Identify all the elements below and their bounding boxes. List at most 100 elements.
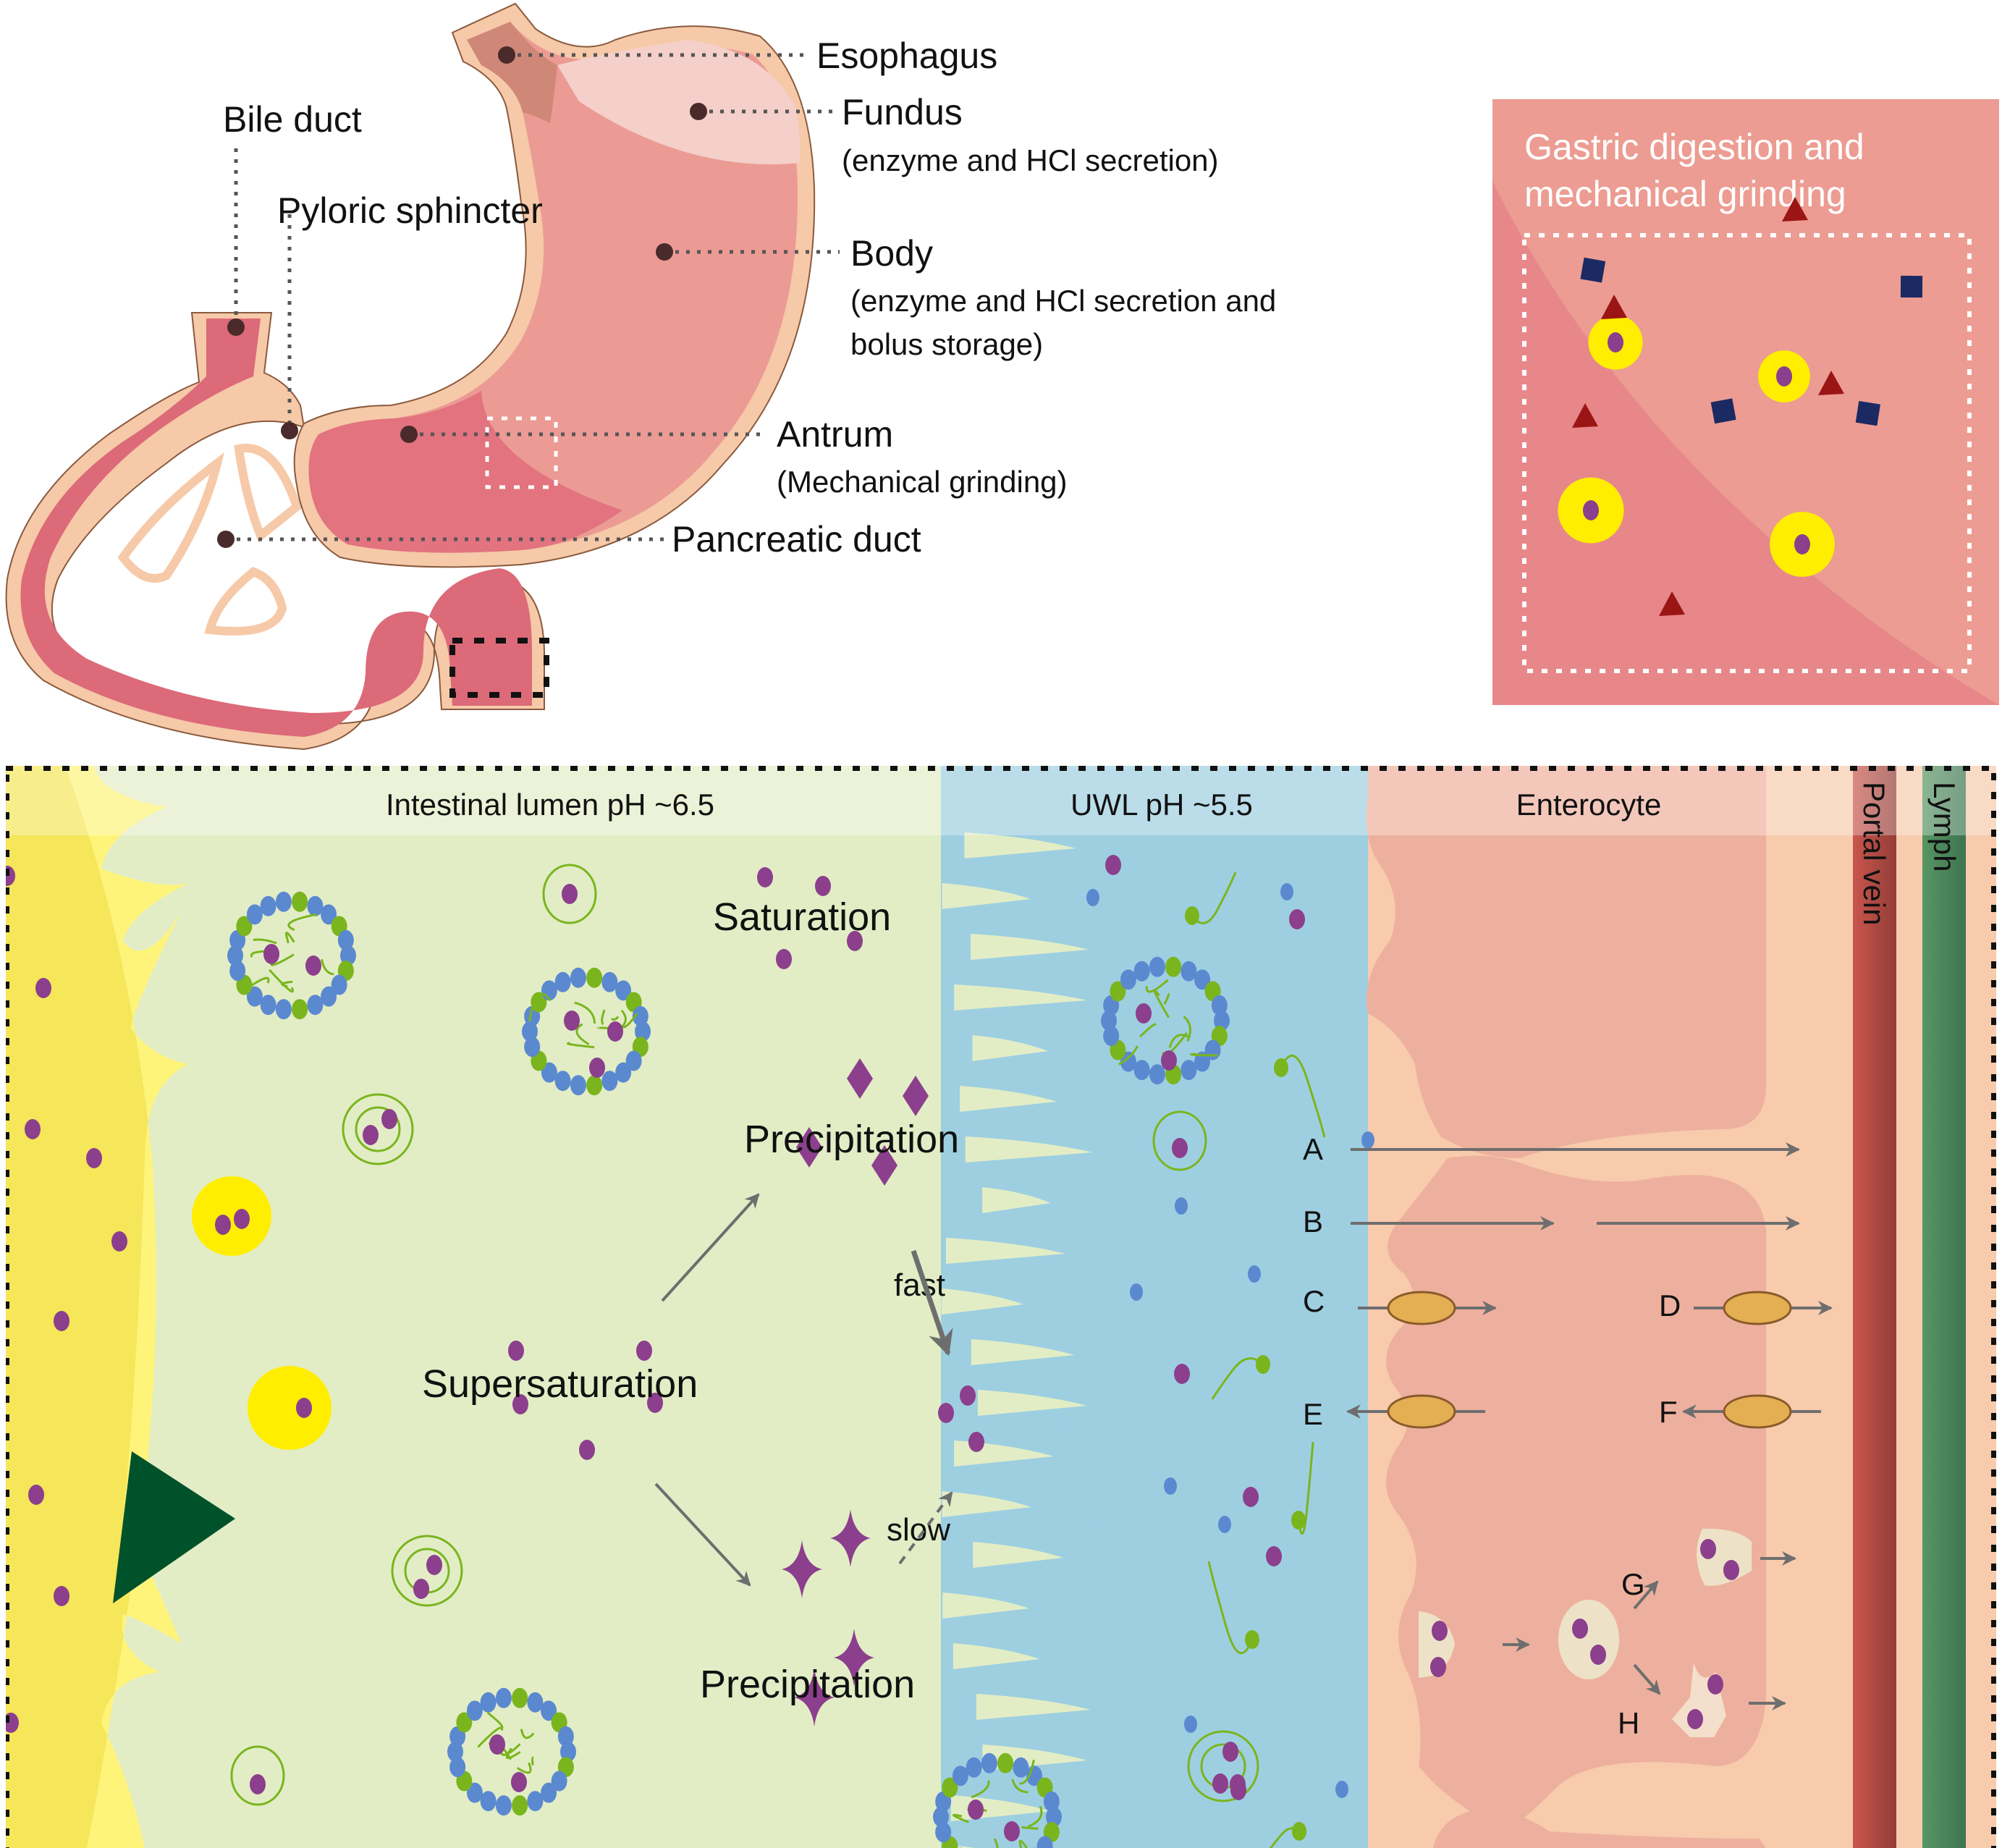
bile-salt-head — [1134, 961, 1150, 982]
bile-salt-head — [307, 896, 323, 916]
drug-molecule — [776, 949, 792, 969]
drug-molecule — [1105, 855, 1121, 875]
bile-salt-head — [496, 1795, 512, 1815]
drug-molecule — [215, 1215, 231, 1235]
lumen-background — [6, 766, 1091, 1848]
drug-molecule — [968, 1800, 984, 1820]
drug-molecule — [111, 1231, 127, 1252]
label-antrum-note: (Mechanical grinding) — [777, 465, 1068, 499]
drug-molecule — [1230, 1780, 1246, 1800]
label-pancreatic-duct: Pancreatic duct — [672, 519, 921, 560]
membrane-transporter — [1388, 1292, 1455, 1324]
pathway-letter-b: B — [1303, 1204, 1323, 1239]
bile-duct-point — [227, 318, 245, 336]
band-label-uwl: UWL pH ~5.5 — [1070, 788, 1253, 822]
drug-molecule — [1590, 1645, 1606, 1665]
drug-molecule — [1432, 1621, 1448, 1641]
bile-salt-head — [1149, 1064, 1165, 1084]
phospholipid-head — [1245, 1630, 1259, 1649]
bile-salt-head — [1149, 957, 1165, 977]
drug-molecule — [1700, 1539, 1716, 1559]
bile-salt-head — [467, 1700, 483, 1721]
lipid-droplet — [1588, 315, 1642, 369]
bile-salt-head — [527, 1692, 543, 1713]
bile-salt-monomer — [1184, 1716, 1197, 1733]
drug-molecule — [1707, 1674, 1723, 1695]
bile-salt-head — [615, 1063, 631, 1083]
label-pyloric-sphincter: Pyloric sphincter — [277, 190, 543, 231]
phospholipid-head — [512, 1795, 528, 1815]
drug-molecule — [1723, 1560, 1739, 1580]
duodenum-gap-2 — [239, 448, 297, 536]
phospholipid-head — [1291, 1511, 1306, 1530]
bile-salt-head — [276, 999, 292, 1019]
inset-title-line-1: Gastric digestion and — [1524, 127, 1864, 167]
label-body-note-1: (enzyme and HCl secretion and — [850, 284, 1276, 318]
drug-molecule — [1136, 1003, 1152, 1024]
lipid-droplet — [192, 1176, 271, 1256]
bile-salt-head — [1212, 995, 1228, 1016]
esophagus-point — [498, 46, 515, 64]
portal-vein — [1853, 766, 1896, 1848]
drug-molecule — [1161, 1050, 1177, 1071]
drug-molecule — [1172, 1138, 1188, 1158]
bile-salt-head — [261, 995, 276, 1015]
drug-molecule — [1687, 1709, 1703, 1729]
label-fundus: Fundus — [842, 92, 963, 132]
band-label-lumen: Intestinal lumen pH ~6.5 — [386, 788, 714, 822]
pathway-letter-g: G — [1621, 1567, 1645, 1601]
band-label-portal-vein: Portal vein — [1857, 782, 1891, 925]
label-esophagus: Esophagus — [816, 35, 997, 76]
bile-salt-head — [496, 1688, 512, 1708]
phospholipid-head — [1274, 1058, 1288, 1077]
pathway-letter-a: A — [1303, 1132, 1323, 1166]
drug-molecule — [54, 1311, 69, 1331]
drug-molecule — [564, 1011, 580, 1031]
intestine-panel — [0, 766, 1998, 1848]
drug-molecule — [562, 884, 578, 904]
bile-salt-head — [555, 972, 571, 992]
phospholipid-head — [586, 1075, 602, 1095]
membrane-transporter — [1724, 1396, 1791, 1427]
drug-molecule — [511, 1772, 527, 1792]
bile-salt-monomer — [1164, 1477, 1177, 1495]
bile-salt-monomer — [1218, 1516, 1231, 1533]
drug-molecule — [1222, 1742, 1238, 1762]
drug-molecule — [296, 1398, 312, 1418]
drug-molecule — [960, 1385, 976, 1406]
drug-molecule — [579, 1440, 595, 1460]
drug-molecule — [1212, 1773, 1228, 1794]
label-precipitation-bottom: Precipitation — [700, 1663, 915, 1706]
drug-molecule — [426, 1555, 442, 1575]
drug-molecule — [938, 1403, 954, 1423]
pancreatic-duct-point — [217, 531, 235, 548]
pathway-letter-c: C — [1303, 1284, 1325, 1318]
body-point — [656, 243, 673, 261]
bile-salt-head — [1134, 1060, 1150, 1080]
drug-molecule — [636, 1341, 652, 1361]
drug-molecule — [25, 1119, 41, 1139]
membrane-transporter — [1388, 1396, 1455, 1427]
bile-salt-monomer — [1335, 1781, 1348, 1798]
drug-molecule — [1430, 1657, 1446, 1677]
bile-salt-head — [555, 1071, 571, 1091]
bile-salt-monomer — [1361, 1131, 1374, 1149]
drug-molecule — [1174, 1364, 1190, 1384]
label-body-note-2: bolus storage) — [850, 327, 1043, 361]
drug-molecule — [489, 1734, 505, 1755]
label-saturation: Saturation — [713, 895, 891, 939]
drug-molecule — [968, 1432, 984, 1452]
band-label-enterocyte: Enterocyte — [1516, 788, 1662, 822]
label-slow: slow — [887, 1512, 950, 1548]
drug-molecule — [1572, 1619, 1588, 1639]
inset-square-particle — [1711, 398, 1736, 423]
drug-molecule — [1794, 534, 1810, 554]
bile-salt-head — [321, 987, 337, 1007]
drug-molecule — [54, 1586, 69, 1606]
bile-salt-head — [338, 930, 354, 950]
drug-molecule — [757, 867, 773, 887]
drug-molecule — [508, 1341, 524, 1361]
drug-molecule — [413, 1579, 429, 1599]
label-bile-duct: Bile duct — [223, 99, 362, 140]
